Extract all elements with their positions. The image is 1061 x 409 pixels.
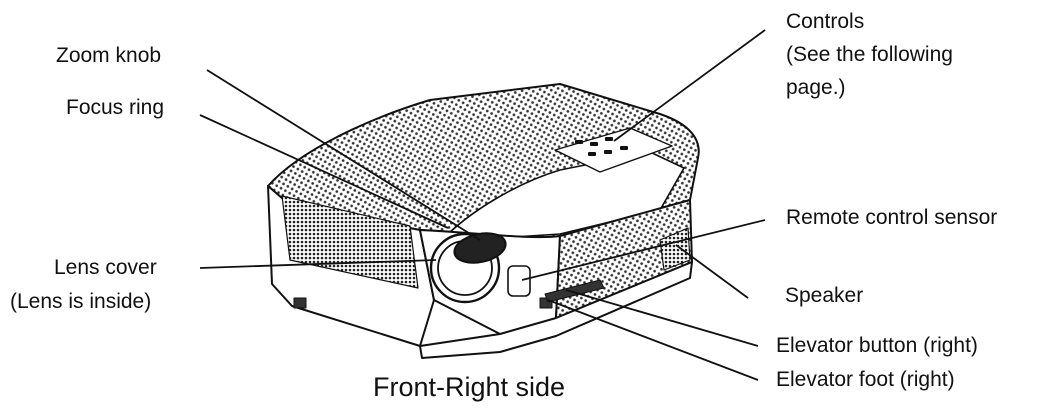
leader-elevator-foot [547, 299, 759, 381]
projector-body [267, 83, 700, 359]
control-buttons [575, 137, 628, 156]
leader-elevator-button [565, 289, 759, 347]
leader-focus-ring [199, 114, 449, 229]
leader-controls [613, 29, 766, 142]
label-focus-ring: Focus ring [66, 96, 165, 119]
diagram-caption: Front-Right side [373, 372, 566, 402]
label-lens-cover: Lens cover [54, 256, 157, 279]
label-controls-note: (See the following [786, 43, 953, 66]
leader-remote-sensor [521, 219, 766, 281]
label-controls-note-end: page.) [786, 76, 846, 99]
leader-lens-cover [199, 259, 437, 269]
label-elevator-foot: Elevator foot (right) [776, 368, 955, 391]
label-speaker: Speaker [785, 284, 864, 307]
leader-zoom-knob [206, 69, 481, 241]
label-remote-control-sensor: Remote control sensor [786, 206, 998, 229]
leader-lines [199, 29, 766, 381]
label-controls: Controls [786, 10, 865, 33]
label-lens-inside-note: (Lens is inside) [10, 290, 152, 313]
leader-speaker [675, 244, 749, 299]
label-elevator-button: Elevator button (right) [776, 334, 978, 357]
label-zoom-knob: Zoom knob [56, 44, 162, 67]
